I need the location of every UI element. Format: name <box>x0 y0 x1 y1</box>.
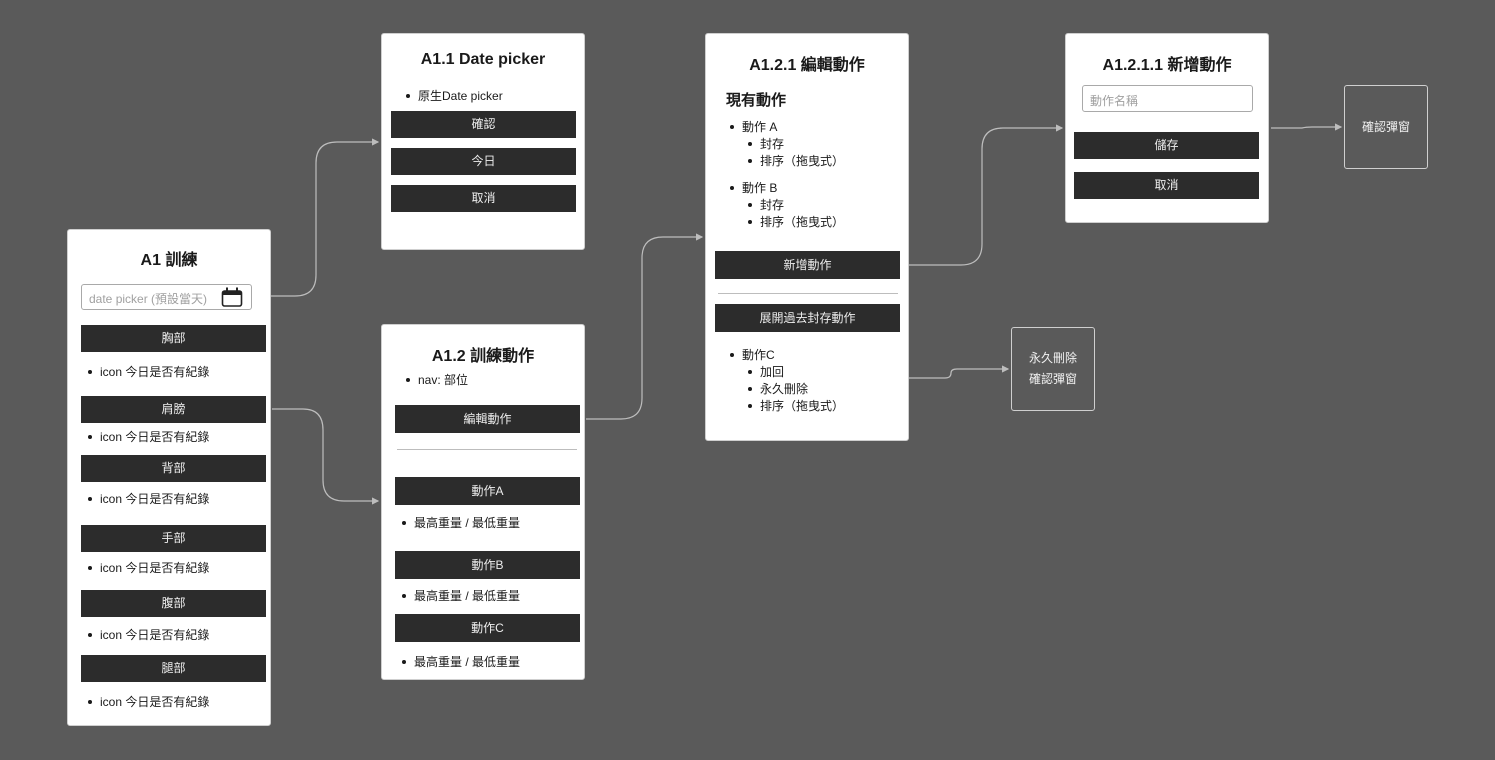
action-note: 最高重量 / 最低重量 <box>402 653 520 670</box>
date-picker-placeholder: date picker (預設當天) <box>89 292 208 306</box>
date-picker-input[interactable]: date picker (預設當天) <box>81 284 252 310</box>
group-button-leg[interactable]: 腿部 <box>81 655 266 682</box>
group-note: icon 今日是否有紀錄 <box>88 559 209 576</box>
group-note: icon 今日是否有紀錄 <box>88 363 209 380</box>
action-b-item: 動作 B <box>730 179 777 196</box>
group-note: icon 今日是否有紀錄 <box>88 693 209 710</box>
card-title: A1.1 Date picker <box>420 51 546 68</box>
confirm-dialog-box: 確認彈窗 <box>1344 85 1428 169</box>
add-action-button[interactable]: 新增動作 <box>715 251 900 279</box>
native-date-picker-note: 原生Date picker <box>406 87 503 104</box>
card-a12-training-actions: A1.2 訓練動作 nav: 部位 編輯動作 動作A 最高重量 / 最低重量 動… <box>381 324 585 680</box>
archive-option[interactable]: 封存 <box>748 196 784 213</box>
cancel-button[interactable]: 取消 <box>1074 172 1259 199</box>
action-name-input[interactable]: 動作名稱 <box>1082 85 1253 112</box>
group-button-back[interactable]: 背部 <box>81 455 266 482</box>
delete-dialog-line1: 永久刪除 <box>1028 351 1077 365</box>
action-note: 最高重量 / 最低重量 <box>402 514 520 531</box>
card-title: A1.2 訓練動作 <box>431 348 535 365</box>
confirm-dialog-label: 確認彈窗 <box>1361 119 1410 134</box>
group-button-abs[interactable]: 腹部 <box>81 590 266 617</box>
delete-dialog-line2: 確認彈窗 <box>1028 372 1077 386</box>
delete-confirm-dialog-box: 永久刪除 確認彈窗 <box>1011 327 1095 411</box>
action-button-b[interactable]: 動作B <box>395 551 580 579</box>
sort-option[interactable]: 排序（拖曳式） <box>748 152 844 169</box>
group-button-arm[interactable]: 手部 <box>81 525 266 552</box>
connector-a1211-to-confirm <box>1271 123 1343 131</box>
action-button-c[interactable]: 動作C <box>395 614 580 642</box>
group-button-shoulder[interactable]: 肩膀 <box>81 396 266 423</box>
card-title: A1 訓練 <box>140 252 198 269</box>
edit-actions-button[interactable]: 編輯動作 <box>395 405 580 433</box>
card-title: A1.2.1 編輯動作 <box>749 57 865 74</box>
sort-option[interactable]: 排序（拖曳式） <box>748 213 844 230</box>
expand-archived-button[interactable]: 展開過去封存動作 <box>715 304 900 332</box>
divider <box>397 449 577 450</box>
archive-option[interactable]: 封存 <box>748 135 784 152</box>
card-a121-edit-actions: A1.2.1 編輯動作 現有動作 動作 A 封存 排序（拖曳式） 動作 B 封存… <box>705 33 909 441</box>
card-a1-training: A1 訓練 date picker (預設當天) 胸部 icon 今日是否有紀錄… <box>67 229 271 726</box>
current-actions-heading: 現有動作 <box>726 92 787 109</box>
group-note: icon 今日是否有紀錄 <box>88 626 209 643</box>
divider <box>718 293 898 294</box>
connector-a121-to-delete <box>893 365 1010 379</box>
calendar-icon[interactable] <box>221 287 243 307</box>
group-button-chest[interactable]: 胸部 <box>81 325 266 352</box>
action-c-item: 動作C <box>730 346 775 363</box>
action-a-item: 動作 A <box>730 118 777 135</box>
action-note: 最高重量 / 最低重量 <box>402 587 520 604</box>
sort-option[interactable]: 排序（拖曳式） <box>748 397 844 414</box>
today-button[interactable]: 今日 <box>391 148 576 175</box>
restore-option[interactable]: 加回 <box>748 363 784 380</box>
connector-a12-to-a121 <box>586 233 704 420</box>
card-a1211-add-action: A1.2.1.1 新增動作 動作名稱 儲存 取消 <box>1065 33 1269 223</box>
action-button-a[interactable]: 動作A <box>395 477 580 505</box>
card-title: A1.2.1.1 新增動作 <box>1102 57 1232 74</box>
connector-a1-to-a11 <box>254 138 380 297</box>
delete-permanently-option[interactable]: 永久刪除 <box>748 380 808 397</box>
action-name-placeholder: 動作名稱 <box>1090 94 1139 108</box>
nav-note: nav: 部位 <box>406 371 468 388</box>
cancel-button[interactable]: 取消 <box>391 185 576 212</box>
group-note: icon 今日是否有紀錄 <box>88 428 209 445</box>
save-button[interactable]: 儲存 <box>1074 132 1259 159</box>
connector-a121-to-a1211 <box>902 124 1064 266</box>
connector-a1-to-a12 <box>272 408 380 505</box>
confirm-button[interactable]: 確認 <box>391 111 576 138</box>
group-note: icon 今日是否有紀錄 <box>88 490 209 507</box>
card-a11-date-picker: A1.1 Date picker 原生Date picker 確認 今日 取消 <box>381 33 585 250</box>
